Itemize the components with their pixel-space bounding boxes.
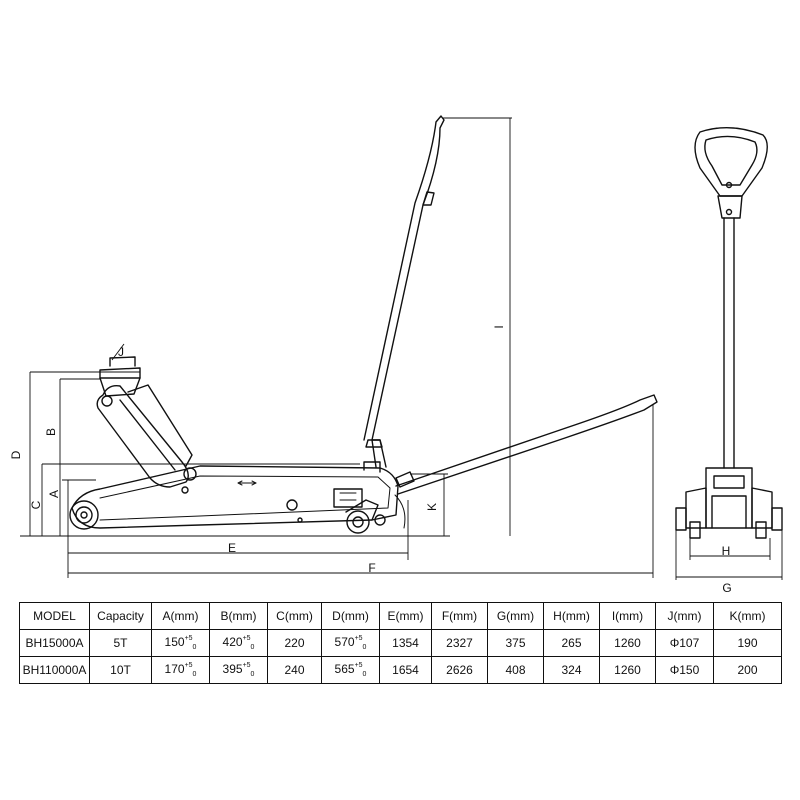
label-j: J: [118, 345, 124, 359]
table-header-row: MODEL Capacity A(mm) B(mm) C(mm) D(mm) E…: [19, 602, 782, 630]
header-capacity: Capacity: [89, 602, 152, 630]
floor-jack-diagram: D B C A E F K I J H G: [9, 115, 783, 595]
header-d: D(mm): [321, 602, 380, 630]
front-wheel: [69, 500, 99, 530]
cell-i: 1260: [599, 629, 656, 657]
cell-b: 420+50: [209, 629, 268, 657]
cell-d: 570+50: [321, 629, 380, 657]
header-model: MODEL: [19, 602, 90, 630]
label-f: F: [368, 561, 375, 575]
cell-capacity: 10T: [89, 656, 152, 684]
cell-e: 1354: [379, 629, 432, 657]
handle-shaft: [723, 217, 735, 469]
header-a: A(mm): [151, 602, 210, 630]
cell-h: 265: [543, 629, 600, 657]
cell-k: 200: [713, 656, 782, 684]
header-j: J(mm): [655, 602, 714, 630]
label-k: K: [425, 503, 439, 511]
cell-h: 324: [543, 656, 600, 684]
jack-handle-lowered: [395, 394, 658, 495]
cell-c: 240: [267, 656, 322, 684]
lift-arm: [96, 385, 189, 488]
cell-i: 1260: [599, 656, 656, 684]
cell-c: 220: [267, 629, 322, 657]
header-b: B(mm): [209, 602, 268, 630]
jack-front-body: [705, 467, 753, 529]
header-c: C(mm): [267, 602, 322, 630]
cell-capacity: 5T: [89, 629, 152, 657]
cell-j: Φ150: [655, 656, 714, 684]
cell-d: 565+50: [321, 656, 380, 684]
cell-e: 1654: [379, 656, 432, 684]
cell-f: 2327: [431, 629, 488, 657]
jack-front-view: [675, 126, 783, 539]
label-e: E: [228, 541, 236, 555]
header-i: I(mm): [599, 602, 656, 630]
cell-j: Φ107: [655, 629, 714, 657]
cell-a: 150+50: [151, 629, 210, 657]
header-e: E(mm): [379, 602, 432, 630]
header-f: F(mm): [431, 602, 488, 630]
table-row: BH15000A 5T 150+50 420+50 220 570+50 135…: [19, 629, 782, 657]
cell-g: 408: [487, 656, 544, 684]
cell-k: 190: [713, 629, 782, 657]
label-a: A: [47, 490, 61, 498]
cell-b: 395+50: [209, 656, 268, 684]
cell-f: 2626: [431, 656, 488, 684]
cell-g: 375: [487, 629, 544, 657]
handle-grip: [694, 126, 768, 197]
label-g: G: [722, 581, 731, 595]
header-k: K(mm): [713, 602, 782, 630]
jack-side-view: [69, 115, 658, 534]
cell-model: BH110000A: [19, 656, 90, 684]
header-g: G(mm): [487, 602, 544, 630]
header-h: H(mm): [543, 602, 600, 630]
jack-chassis: [71, 465, 399, 529]
cell-model: BH15000A: [19, 629, 90, 657]
label-b: B: [44, 428, 58, 436]
spec-table: MODEL Capacity A(mm) B(mm) C(mm) D(mm) E…: [19, 602, 782, 684]
label-i: I: [492, 325, 506, 328]
rear-caster-wheel: [346, 510, 370, 534]
jack-handle: [363, 115, 445, 441]
table-row: BH110000A 10T 170+50 395+50 240 565+50 1…: [19, 656, 782, 684]
label-c: C: [29, 500, 43, 509]
pump-block: [333, 488, 363, 508]
dimension-lines: [20, 117, 783, 580]
label-h: H: [722, 544, 731, 558]
label-d: D: [9, 450, 23, 459]
cell-a: 170+50: [151, 656, 210, 684]
